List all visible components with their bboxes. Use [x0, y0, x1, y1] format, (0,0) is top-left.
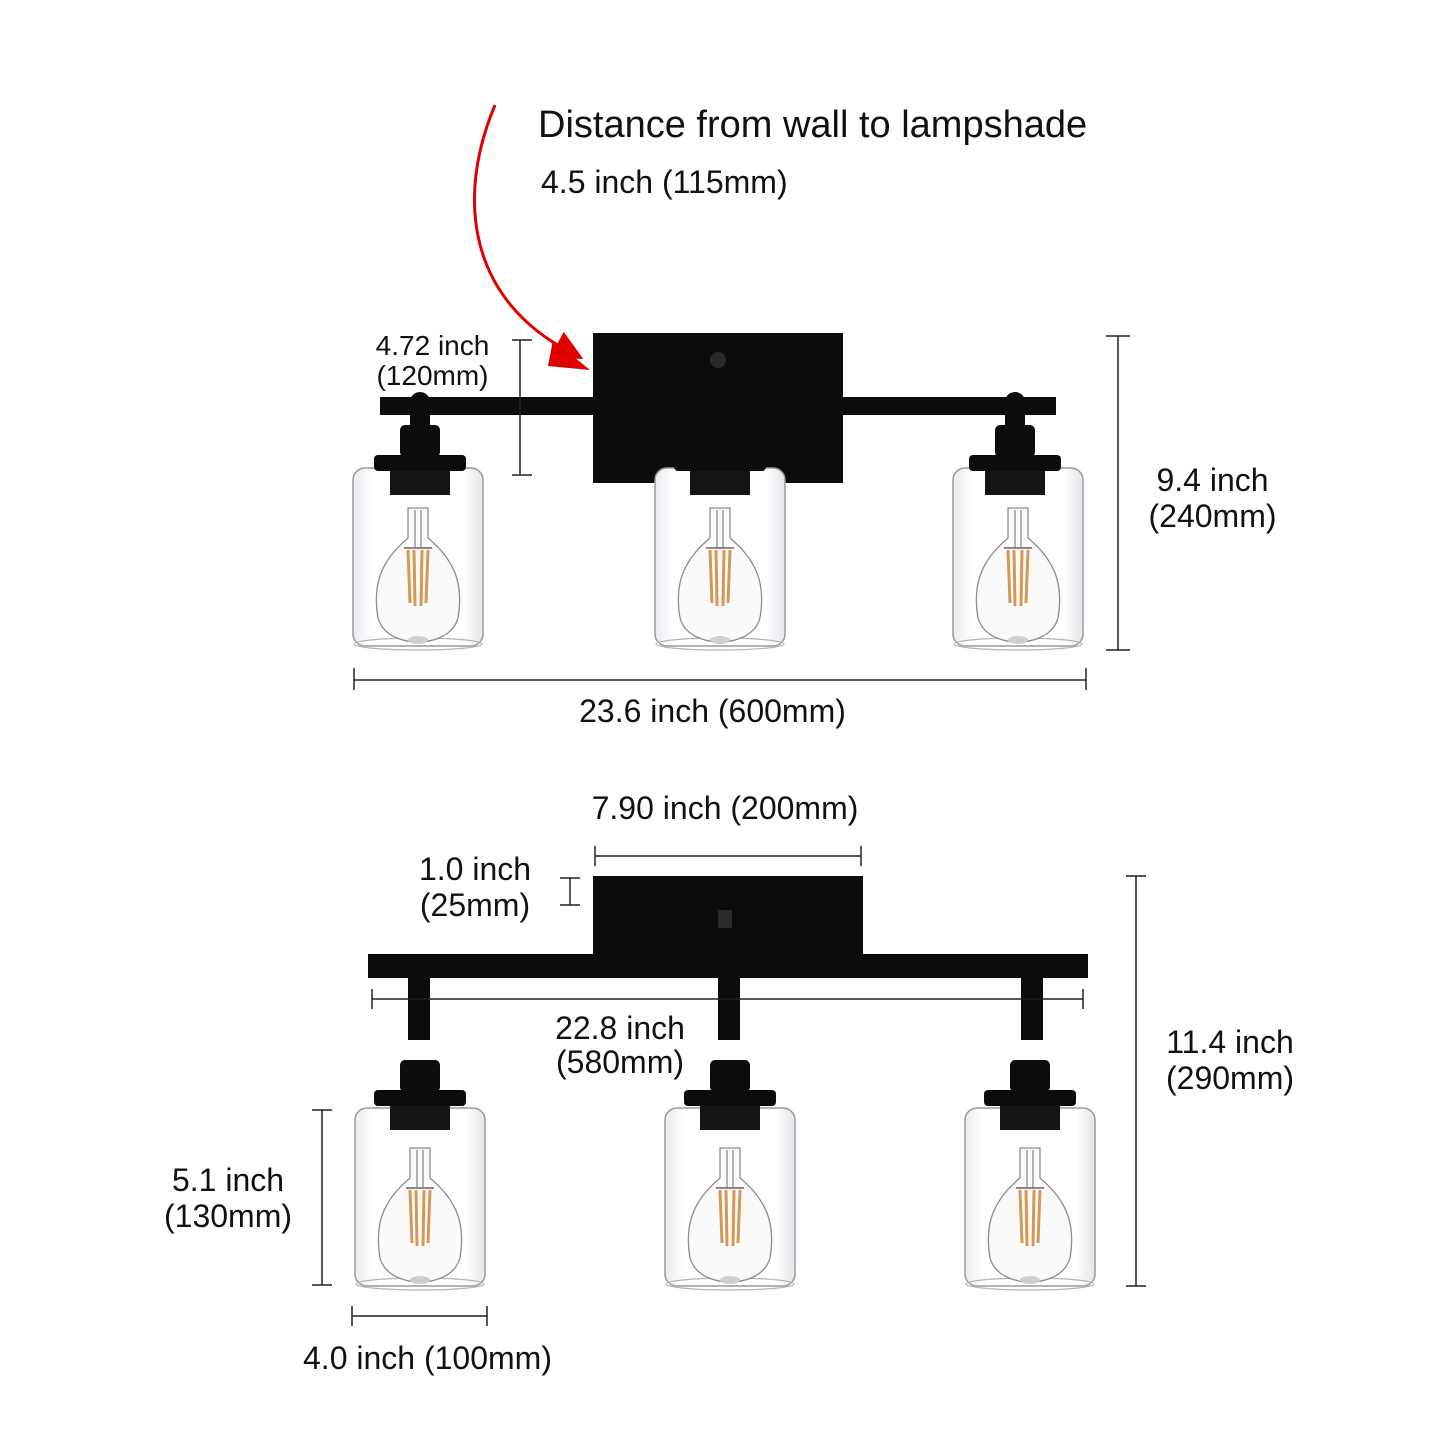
- callout-title: Distance from wall to lampshade: [538, 104, 1088, 146]
- total-height-inch-label: 11.4 inch: [1166, 1024, 1294, 1060]
- callout-arrowhead-icon: [548, 340, 590, 370]
- shade-height-mm-label: (130mm): [163, 1198, 292, 1234]
- front-view-fixture: [351, 333, 1085, 652]
- callout-arrow: [472, 104, 584, 359]
- plate-height-inch-label: 4.72 inch: [375, 330, 490, 361]
- shade-height-inch-label: 5.1 inch: [171, 1162, 285, 1198]
- front-height-inch-label: 9.4 inch: [1156, 462, 1269, 498]
- bar-length-inch-label: 22.8 inch: [555, 1010, 685, 1046]
- total-height-mm-label: (290mm): [1165, 1060, 1294, 1096]
- front-height-mm-label: (240mm): [1148, 498, 1277, 534]
- shade-width-label: 4.0 inch (100mm): [303, 1340, 552, 1376]
- bottom-dimension-lines: [312, 846, 1146, 1326]
- plate-length-label: 7.90 inch (200mm): [591, 790, 859, 826]
- front-dimension-lines: [353, 335, 1130, 690]
- callout-value: 4.5 inch (115mm): [541, 164, 788, 200]
- bar-length-mm-label: (580mm): [555, 1044, 684, 1080]
- front-width-label: 23.6 inch (600mm): [579, 693, 846, 729]
- plate-depth-inch-label: 1.0 inch: [418, 851, 532, 887]
- bottom-view-fixture: [353, 876, 1097, 1292]
- plate-height-mm-label: (120mm): [376, 360, 489, 391]
- plate-depth-mm-label: (25mm): [419, 887, 531, 923]
- crossbar: [368, 954, 1088, 978]
